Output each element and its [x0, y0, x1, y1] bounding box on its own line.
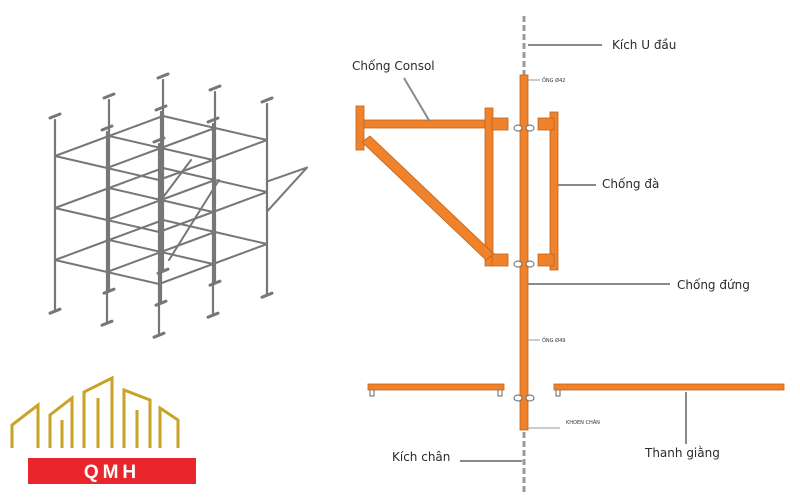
- scaffold-base-plate: [206, 311, 220, 319]
- scaffold-jack-head: [260, 96, 274, 104]
- scaffold-base-plate: [208, 279, 222, 287]
- scaffold-ledger: [108, 219, 164, 241]
- scaffold-ledger: [108, 115, 164, 137]
- label-chong-consol: Chống Consol: [352, 59, 435, 73]
- scaffold-ledger: [158, 211, 214, 233]
- scaffold-ledger: [162, 115, 216, 129]
- scaffold-jack-head: [100, 124, 114, 132]
- scaffold-console-arm: [266, 166, 308, 183]
- scaffold-brace: [168, 179, 220, 261]
- label-khoen-chan: KHOEN CHÂN: [566, 419, 600, 426]
- scaffold-ledger: [212, 243, 268, 265]
- label-chong-dung: Chống đứng: [677, 278, 750, 292]
- scaffold-ledger: [106, 219, 160, 233]
- scaffold-ledger: [160, 147, 214, 161]
- scaffold-isometric-illustration: [48, 72, 308, 339]
- scaffold-jack-head: [154, 104, 168, 112]
- scaffold-ledger: [158, 263, 214, 285]
- console-left-cap: [355, 105, 365, 151]
- console-bracket: [355, 105, 509, 267]
- scaffold-ledger: [106, 251, 162, 273]
- beam-support-vertical: [549, 111, 559, 271]
- logo-text: QMH: [84, 462, 140, 483]
- scaffold-brace: [160, 159, 192, 201]
- scaffold-base-plate: [48, 307, 62, 315]
- scaffold-ledger: [54, 239, 110, 261]
- scaffold-jack-head: [102, 92, 116, 100]
- scaffold-base-plate: [260, 291, 274, 299]
- vertical-post: [519, 74, 529, 431]
- beam-support-bracket: [537, 111, 559, 271]
- console-diagonal: [361, 135, 495, 261]
- qmh-logo: QMH: [10, 375, 196, 484]
- scaffold-base-plate: [154, 299, 168, 307]
- scaffold-ledger: [160, 251, 214, 265]
- logo-buildings-outline: [10, 375, 180, 448]
- scaffold-ledger: [212, 139, 268, 161]
- scaffold-ledger: [212, 191, 268, 213]
- scaffold-ledger: [108, 135, 162, 149]
- scaffold-ledger: [54, 259, 108, 273]
- label-kich-u-dau: Kích U đầu: [612, 38, 676, 52]
- leader-lines: [403, 44, 687, 462]
- scaffold-ledger: [162, 219, 216, 233]
- leader-small: [528, 79, 560, 429]
- scaffold-jack-head: [152, 136, 166, 144]
- ledger-left: [367, 383, 505, 397]
- scaffold-jack-head: [206, 116, 220, 124]
- scaffold-ledger: [106, 147, 162, 169]
- beam-support-bottom-clamp: [537, 253, 555, 267]
- scaffold-ledger: [54, 187, 110, 209]
- scaffold-base-plate: [100, 319, 114, 327]
- scaffold-ledger: [214, 127, 268, 141]
- scaffold-base-plate: [152, 331, 166, 339]
- scaffold-ledger: [160, 127, 216, 149]
- console-bottom-clamp: [491, 253, 509, 267]
- scaffold-ledger: [108, 187, 162, 201]
- scaffold-jack-head: [208, 84, 222, 92]
- leader-chong-consol: [403, 77, 431, 123]
- scaffold-ledger: [214, 179, 268, 193]
- scaffold-ledger: [160, 231, 216, 253]
- label-chong-da: Chống đà: [602, 177, 659, 191]
- scaffold-ledger: [106, 167, 160, 181]
- ledger-right: [553, 383, 785, 397]
- scaffold-console-diagonal: [266, 166, 308, 213]
- scaffold-ledger: [214, 231, 268, 245]
- scaffold-base-plate: [102, 287, 116, 295]
- scaffold-jack-head: [156, 72, 170, 80]
- logo-red-banner: [28, 458, 196, 484]
- scaffold-ledger: [54, 155, 108, 169]
- scaffold-ledger: [160, 179, 216, 201]
- console-top-clamp: [491, 117, 509, 131]
- scaffold-ledger: [160, 199, 214, 213]
- scaffold-ledger: [108, 239, 162, 253]
- label-thanh-giang: Thanh giằng: [644, 446, 720, 460]
- label-kich-chan: Kích chân: [392, 450, 450, 464]
- scaffold-jack-head: [48, 112, 62, 120]
- label-ong-top: ỐNG Ø42: [542, 76, 565, 84]
- scaffold-ledger: [158, 159, 214, 181]
- scaffold-ledger: [54, 207, 108, 221]
- post-cup-joints: [513, 124, 535, 402]
- label-ong-mid: ỐNG Ø49: [542, 336, 565, 344]
- scaffold-ledger: [162, 167, 216, 181]
- scaffold-ledger: [108, 167, 164, 189]
- console-vertical: [484, 107, 494, 267]
- beam-support-top-clamp: [537, 117, 555, 131]
- scaffold-ledger: [106, 199, 162, 221]
- scaffold-ledger: [106, 271, 160, 285]
- scaffold-ledger: [54, 135, 110, 157]
